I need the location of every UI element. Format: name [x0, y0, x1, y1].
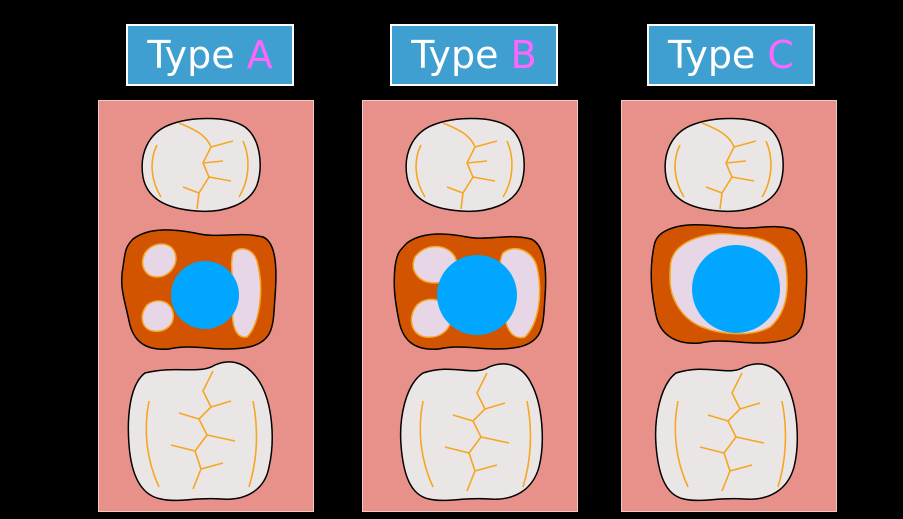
title-word: Type — [147, 33, 234, 77]
implant-circle — [692, 245, 780, 333]
upper-tooth — [406, 119, 524, 212]
upper-tooth — [142, 119, 260, 212]
upper-tooth — [665, 119, 783, 212]
title-letter: C — [767, 33, 794, 77]
panel-type-c — [621, 100, 837, 512]
title-word: Type — [668, 33, 755, 77]
title-word: Type — [411, 33, 498, 77]
panel-type-b — [362, 100, 578, 512]
title-type-c: Type C — [647, 24, 815, 86]
title-letter: A — [247, 33, 273, 77]
implant-circle — [171, 261, 239, 329]
title-letter: B — [511, 33, 537, 77]
implant-circle — [437, 255, 517, 335]
panel-type-a — [98, 100, 314, 512]
title-type-b: Type B — [390, 24, 558, 86]
title-type-a: Type A — [126, 24, 294, 86]
